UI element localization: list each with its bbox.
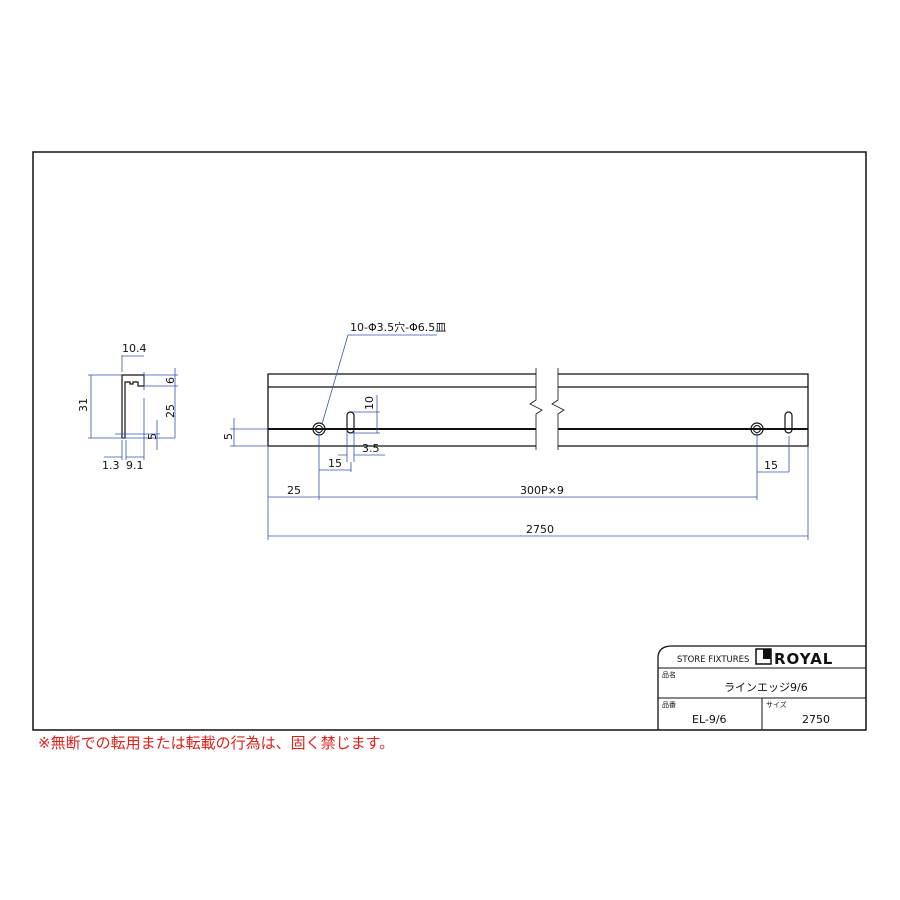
product-size: 2750 (802, 713, 830, 726)
dim-profile-width: 10.4 (122, 342, 147, 355)
rail-elevation: 10-Φ3.5穴-Φ6.5皿 10 5 3.5 15 15 25 300P×9 … (222, 320, 809, 540)
dim-slot-width: 3.5 (362, 442, 380, 455)
sheet-frame (32, 151, 867, 731)
copyright-warning: ※無断での転用または転載の行為は、固く禁じます。 (38, 734, 395, 752)
title-block: STORE FIXTURES ROYAL 品名 ラインエッジ9/6 品番 EL-… (657, 645, 866, 730)
brand-logo: ROYAL (774, 650, 833, 668)
slot (346, 411, 355, 434)
dim-profile-center: 5 (146, 433, 159, 440)
dim-total-length: 2750 (526, 523, 554, 536)
dim-profile-height: 31 (77, 398, 90, 412)
dim-profile-depth: 9.1 (126, 459, 144, 472)
name-label: 品名 (662, 670, 676, 679)
profile-section: 10.4 31 6 25 5 1.3 9.1 (77, 342, 178, 472)
dim-slot-offset-right: 15 (764, 459, 778, 472)
code-label: 品番 (662, 701, 676, 709)
dim-center-offset: 5 (222, 433, 235, 440)
category-label: STORE FIXTURES (677, 655, 749, 665)
product-name: ラインエッジ9/6 (724, 681, 808, 694)
slot (784, 411, 793, 434)
dim-slot-offset-left: 15 (328, 457, 342, 470)
size-label: サイズ (766, 700, 787, 709)
dim-profile-top: 6 (164, 377, 177, 384)
product-code: EL-9/6 (692, 713, 727, 726)
dim-slot-height: 10 (363, 396, 376, 410)
dim-end-offset: 25 (287, 484, 301, 497)
dim-pitch: 300P×9 (520, 484, 564, 497)
dim-profile-thickness: 1.3 (102, 459, 120, 472)
dim-profile-lower: 25 (164, 404, 177, 418)
hole-note: 10-Φ3.5穴-Φ6.5皿 (350, 320, 446, 334)
